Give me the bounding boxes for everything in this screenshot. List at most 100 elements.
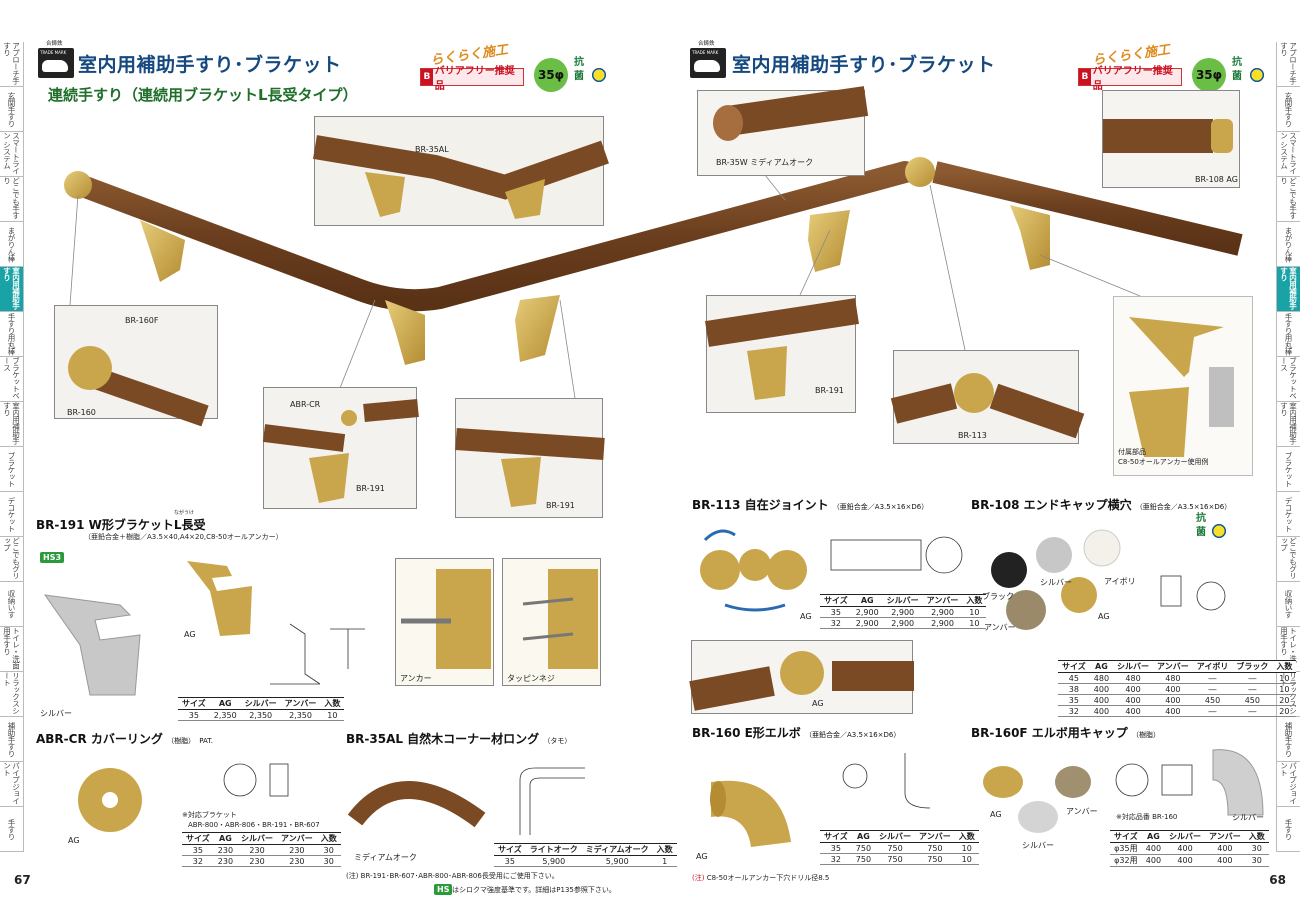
table-cell: 10	[954, 853, 979, 865]
table-cell: ―	[1232, 705, 1273, 717]
photo-br191-right: BR-191	[705, 295, 859, 413]
index-tab[interactable]: どこでも手すり	[1276, 177, 1300, 222]
index-tab[interactable]: 手すり	[0, 807, 24, 852]
index-tab[interactable]: ブラケット	[1276, 447, 1300, 492]
index-tab[interactable]: どこでもグリップ	[0, 537, 24, 582]
table-cell: 10	[1272, 683, 1297, 695]
table-header-cell: シルバー	[882, 594, 923, 607]
br191-silver-image	[43, 594, 141, 696]
index-tab-label: アプローチ手すり	[2, 42, 21, 84]
hs3-badge: HS3	[40, 552, 65, 563]
index-tab[interactable]: まがりん棒	[1276, 222, 1300, 267]
table-cell: 20	[1272, 694, 1297, 706]
index-tab-label: パイプジョイント	[1279, 762, 1298, 804]
index-tab[interactable]: パイプジョイント	[1276, 762, 1300, 807]
index-tab[interactable]: ブラケットベース	[1276, 357, 1300, 402]
abrcr-ag-label: AG	[68, 836, 80, 845]
index-tab-label: リラックスシート	[2, 672, 21, 714]
table-cell: 10	[962, 606, 987, 618]
table-cell: 230	[237, 844, 278, 856]
index-tab[interactable]: デコケット	[0, 492, 24, 537]
table-cell: 400	[1165, 854, 1206, 867]
table-header-cell: ライトオーク	[525, 843, 582, 856]
index-tab-label: 補助手すり	[7, 721, 16, 757]
table-cell: 2,900	[922, 617, 963, 629]
antibac-label-right: 抗菌	[1232, 57, 1242, 82]
index-tab[interactable]: 手すり用丸棒	[1276, 312, 1300, 357]
index-tab[interactable]: 手すり	[1276, 807, 1300, 852]
page-subtitle: 連続手すり（連続用ブラケットL長受タイプ）	[48, 86, 358, 104]
index-tab-label: 室内用補助手すり	[1279, 402, 1298, 444]
index-tab[interactable]: 室内用補助手すり	[0, 402, 24, 447]
index-tab[interactable]: 補助手すり	[0, 717, 24, 762]
table-cell: 400	[1113, 694, 1154, 706]
hs-note: はシロクマ強度基準です。詳細はP135参照下さい。	[452, 886, 616, 894]
index-tab-label: 手すり用丸棒	[7, 313, 16, 355]
br160f-silver-image	[1212, 749, 1264, 816]
table-header-cell: サイズ	[494, 843, 526, 856]
br35al-image	[347, 781, 486, 828]
brand-logo: 合鋳鉄 TRADE MARK	[38, 41, 74, 78]
table-header-cell: サイズ	[1110, 830, 1142, 843]
br108-antibac: 抗菌	[1196, 513, 1206, 538]
br108-silver-label: シルバー	[1040, 578, 1072, 587]
index-tab[interactable]: デコケット	[1276, 492, 1300, 537]
br108-title: BR-108 エンドキャップ横穴 （亜鉛合金／A3.5×16×D6）	[971, 498, 1232, 512]
index-tab[interactable]: 補助手すり	[1276, 717, 1300, 762]
br113-image	[700, 529, 807, 612]
index-tab[interactable]: ブラケット	[0, 447, 24, 492]
index-tab[interactable]: アプローチ手すり	[0, 42, 24, 87]
index-tab[interactable]: トイレ・洗面用手すり	[0, 627, 24, 672]
table-header-cell: 入数	[962, 594, 987, 607]
index-tab[interactable]: 収納いす	[0, 582, 24, 627]
table-cell: 750	[915, 853, 955, 865]
index-tab[interactable]: 室内用補助手すり	[0, 267, 24, 312]
table-header-cell: アンバー	[1153, 660, 1193, 673]
index-tab[interactable]: リラックスシート	[0, 672, 24, 717]
table-header-cell: AG	[851, 830, 876, 843]
index-tab[interactable]: まがりん棒	[0, 222, 24, 267]
index-tab[interactable]: 手すり用丸棒	[0, 312, 24, 357]
index-tab[interactable]: 玄関手すり	[1276, 87, 1300, 132]
br160f-ag-label: AG	[990, 810, 1002, 819]
index-tab-label: 補助手すり	[1284, 721, 1293, 757]
table-header-cell: AG	[1089, 660, 1114, 673]
index-tab[interactable]: どこでも手すり	[0, 177, 24, 222]
br160f-silver-label-2: シルバー	[1232, 813, 1264, 822]
table-cell: 10	[962, 617, 987, 629]
table-cell: 450	[1232, 694, 1273, 706]
br35al-title: BR-35AL 自然木コーナー材ロング （タモ）	[346, 732, 572, 746]
index-tab[interactable]: パイプジョイント	[0, 762, 24, 807]
table-cell: 32	[820, 853, 852, 865]
index-tab[interactable]: どこでもグリップ	[1276, 537, 1300, 582]
index-tab[interactable]: スマートライン システム	[1276, 132, 1300, 177]
index-tab[interactable]: 収納いす	[1276, 582, 1300, 627]
index-tab-label: 室内用補助手すり	[1279, 267, 1298, 309]
index-tab[interactable]: 室内用補助手すり	[1276, 402, 1300, 447]
table-header-cell: シルバー	[875, 830, 916, 843]
br108-amber-label: アンバー	[984, 623, 1016, 632]
photo-anchor-example: 付属部品 C8-50オールアンカー使用例	[1113, 296, 1253, 476]
br108-antibac-icon	[1208, 520, 1230, 542]
table-header-cell: アンバー	[1205, 830, 1245, 843]
table-cell: 30	[1244, 842, 1269, 855]
index-tab[interactable]: スマートライン システム	[0, 132, 24, 177]
br160-note: (注) C8-50オールアンカー下穴ドリル径8.5	[692, 874, 830, 882]
index-tab[interactable]: 室内用補助手すり	[1276, 267, 1300, 312]
table-cell: 230	[213, 844, 238, 856]
index-tab[interactable]: ブラケットベース	[0, 357, 24, 402]
table-cell: 400	[1153, 683, 1193, 695]
photo-br108ag: BR-108 AG	[1102, 90, 1240, 188]
table-header-cell: アイボリ	[1192, 660, 1233, 673]
index-tab[interactable]: アプローチ手すり	[1276, 42, 1300, 87]
index-tab[interactable]: 玄関手すり	[0, 87, 24, 132]
index-tab-label: まがりん棒	[7, 226, 16, 262]
